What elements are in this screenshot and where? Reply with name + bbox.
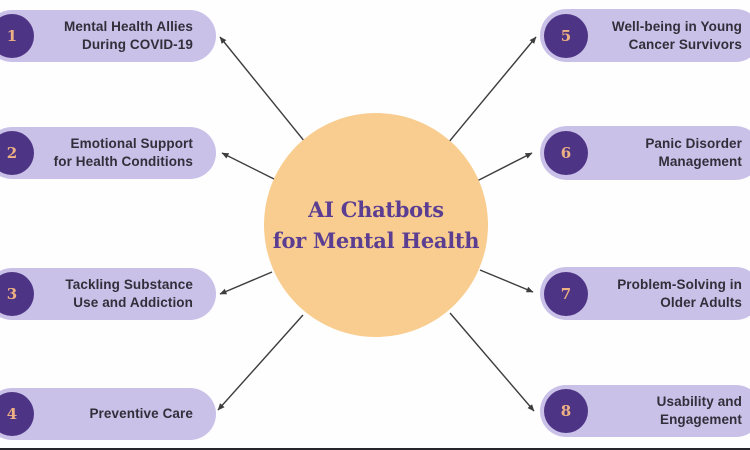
connector-line-6 bbox=[476, 152, 533, 182]
topic-label-line1: Tackling Substance bbox=[65, 277, 193, 292]
topic-label-line2: for Health Conditions bbox=[53, 154, 193, 169]
central-topic-title-line1: AI Chatbots bbox=[308, 197, 444, 222]
topic-number: 6 bbox=[560, 144, 572, 162]
connector-line-1 bbox=[219, 36, 306, 143]
topic-label-line1: Well-being in Young bbox=[611, 18, 742, 34]
connector-line-3 bbox=[219, 271, 273, 295]
topic-label-line1: Problem-Solving in bbox=[617, 276, 742, 292]
topic-number: 1 bbox=[6, 27, 18, 45]
topic-node-5: 5 Well-being in Young Cancer Survivors bbox=[540, 9, 750, 62]
topic-label-line1: Mental Health Allies bbox=[63, 19, 193, 34]
topic-number-badge: 1 bbox=[0, 14, 34, 58]
connector-line-7 bbox=[479, 269, 534, 293]
topic-label-line1: Emotional Support bbox=[70, 136, 193, 151]
topic-number-badge: 6 bbox=[544, 131, 588, 175]
topic-label: Usability and Engagement bbox=[588, 393, 750, 429]
topic-label: Emotional Support for Health Conditions bbox=[34, 135, 216, 171]
topic-label-line2: Cancer Survivors bbox=[628, 36, 742, 52]
topic-number: 8 bbox=[560, 402, 572, 420]
topic-label-line2: Use and Addiction bbox=[73, 295, 193, 310]
topic-label: Problem-Solving in Older Adults bbox=[588, 276, 750, 312]
central-topic-title-line2: for Mental Health bbox=[272, 228, 480, 253]
topic-number-badge: 2 bbox=[0, 131, 34, 175]
topic-number-badge: 4 bbox=[0, 392, 34, 436]
topic-node-8: 8 Usability and Engagement bbox=[540, 385, 750, 437]
central-topic-circle: AI Chatbots for Mental Health bbox=[264, 113, 488, 337]
topic-node-2: 2 Emotional Support for Health Condition… bbox=[0, 127, 216, 179]
connector-line-5 bbox=[447, 36, 537, 144]
topic-label-line2: During COVID-19 bbox=[81, 37, 193, 52]
topic-number-badge: 7 bbox=[544, 271, 588, 316]
topic-number: 5 bbox=[560, 26, 572, 45]
topic-label-line1: Usability and bbox=[656, 394, 742, 409]
connector-line-2 bbox=[221, 152, 277, 181]
topic-label-line2: Management bbox=[658, 154, 742, 169]
topic-number-badge: 8 bbox=[544, 389, 588, 433]
topic-label: Preventive Care bbox=[34, 405, 216, 423]
topic-label: Tackling Substance Use and Addiction bbox=[34, 276, 216, 312]
bottom-edge-bar bbox=[0, 448, 750, 450]
connector-line-8 bbox=[449, 312, 535, 412]
connector-line-4 bbox=[217, 314, 304, 411]
topic-node-6: 6 Panic Disorder Management bbox=[540, 126, 750, 180]
topic-node-4: 4 Preventive Care bbox=[0, 388, 216, 440]
topic-number-badge: 3 bbox=[0, 272, 34, 316]
topic-node-1: 1 Mental Health Allies During COVID-19 bbox=[0, 10, 216, 62]
topic-label-line1: Panic Disorder bbox=[645, 136, 742, 151]
topic-label-line2: Older Adults bbox=[660, 294, 742, 310]
topic-number: 4 bbox=[6, 405, 18, 423]
topic-label: Mental Health Allies During COVID-19 bbox=[34, 18, 216, 54]
topic-number: 2 bbox=[6, 144, 18, 162]
topic-number: 3 bbox=[6, 285, 18, 303]
topic-number: 7 bbox=[560, 284, 572, 303]
topic-number-badge: 5 bbox=[544, 13, 588, 58]
topic-label: Well-being in Young Cancer Survivors bbox=[588, 18, 750, 54]
topic-node-3: 3 Tackling Substance Use and Addiction bbox=[0, 268, 216, 320]
topic-node-7: 7 Problem-Solving in Older Adults bbox=[540, 267, 750, 320]
topic-label: Panic Disorder Management bbox=[588, 135, 750, 171]
topic-label-line2: Engagement bbox=[659, 412, 742, 427]
topic-label-line1: Preventive Care bbox=[89, 406, 193, 421]
